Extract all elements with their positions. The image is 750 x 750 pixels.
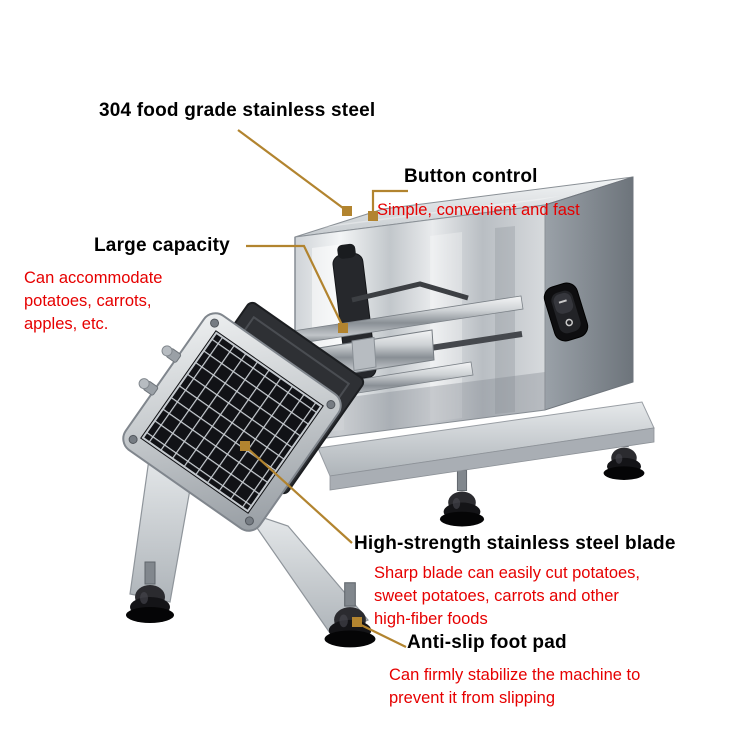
callout-marker-blade <box>240 441 250 451</box>
linkage-lever <box>351 281 469 303</box>
blade-grid <box>122 312 342 532</box>
callout-markers <box>240 206 378 627</box>
callout-marker-button <box>368 211 378 221</box>
base-plate <box>317 401 655 491</box>
callout-line-capacity <box>246 244 344 328</box>
callout-title-blade: High-strength stainless steel blade <box>354 533 676 554</box>
callout-title-footpad: Anti-slip foot pad <box>407 632 567 653</box>
callout-lines <box>237 129 408 648</box>
callout-marker-capacity <box>338 323 348 333</box>
callout-title-material: 304 food grade stainless steel <box>99 100 376 121</box>
callout-desc-capacity: Can accommodate potatoes, carrots, apple… <box>24 269 163 333</box>
callout-marker-material <box>342 206 352 216</box>
callout-line-button <box>371 189 408 214</box>
callout-line-blade <box>244 445 353 544</box>
callout-desc-button: Simple, convenient and fast <box>377 201 580 219</box>
callout-desc-footpad: Can firmly stabilize the machine to prev… <box>389 666 641 707</box>
callout-line-material <box>237 129 348 212</box>
callout-title-capacity: Large capacity <box>94 235 230 256</box>
callout-marker-footpad <box>352 617 362 627</box>
power-switch-icon <box>543 282 589 342</box>
callout-line-footpad <box>356 622 407 648</box>
callout-desc-blade: Sharp blade can easily cut potatoes, swe… <box>374 564 641 628</box>
rubber-foot-front-right <box>439 469 485 527</box>
callout-title-button: Button control <box>404 166 538 187</box>
